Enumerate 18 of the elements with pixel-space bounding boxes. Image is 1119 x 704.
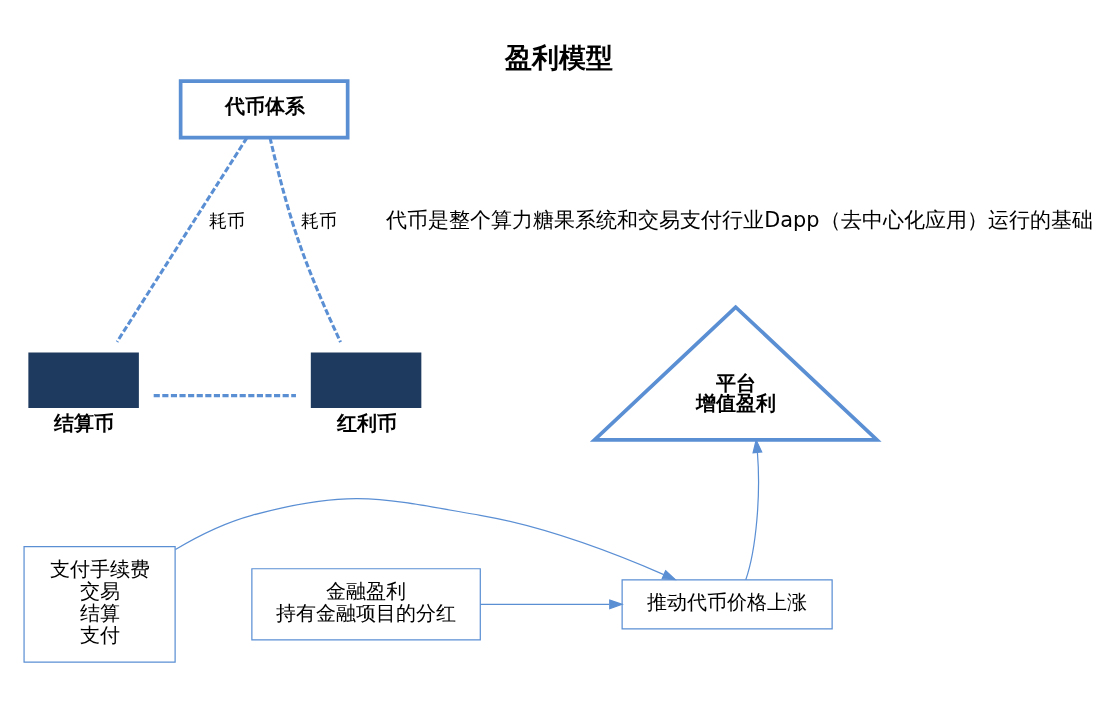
arrow	[479, 599, 624, 610]
edge-label: 耗币	[300, 209, 337, 231]
node-box: 金融盈利 持有金融项目的分红	[251, 568, 481, 641]
node-box	[310, 352, 422, 408]
node-label: 结算币	[54, 411, 115, 435]
node-box: 代币体系	[178, 79, 350, 140]
diagram-title: 盈利模型	[505, 42, 614, 74]
label: 代币是整个算力糖果系统和交易支付行业Dapp（去中心化应用）运行的基础	[386, 208, 1093, 233]
arrow	[745, 438, 763, 581]
connector	[115, 137, 249, 343]
connector	[153, 394, 296, 398]
node-box	[28, 352, 139, 408]
node-box: 支付手续费 交易 结算 支付	[23, 546, 176, 663]
edge-label: 耗币	[208, 209, 245, 231]
connector	[268, 137, 342, 343]
arrow	[174, 498, 677, 581]
node-label: 红利币	[336, 411, 397, 435]
node-box: 推动代币价格上涨	[621, 579, 833, 630]
